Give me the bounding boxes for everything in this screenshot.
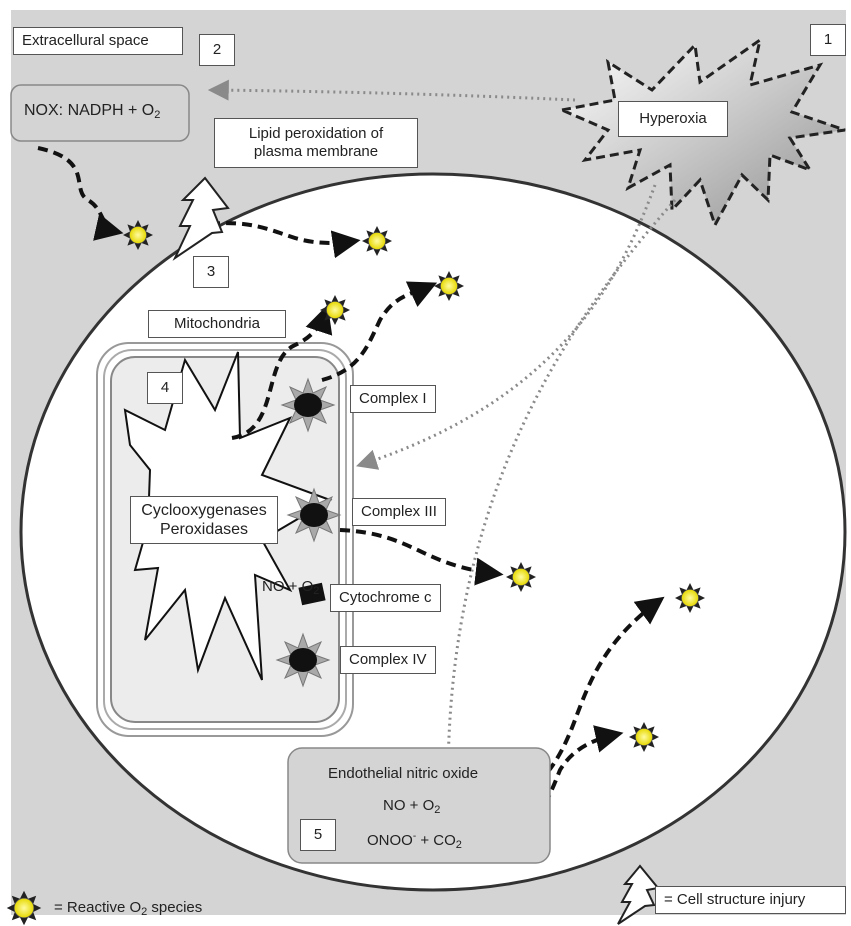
- step-1-label: 1: [810, 24, 846, 56]
- sun-burst-icon: [319, 294, 351, 326]
- lipid-peroxidation-label: Lipid peroxidation of plasma membrane: [214, 118, 418, 168]
- cytochrome-c-icon: [298, 582, 326, 606]
- step-5-label: 5: [300, 819, 336, 851]
- legend-ros-icon: [6, 890, 42, 926]
- dashed-arrow-complex3-to-ros: [339, 528, 504, 586]
- mitochondria-label: Mitochondria: [148, 310, 286, 338]
- dashed-arrow-lipid-to-ros: [209, 221, 361, 259]
- nox-label: NOX: NADPH + O2: [24, 102, 161, 121]
- legend-ros-label: = Reactive O2 species: [54, 899, 203, 918]
- dotted-arrow-to-nox: [207, 79, 576, 102]
- extracellular-space-label: Extracellural space: [13, 27, 183, 55]
- dashed-arrow-complex1-to-ros: [321, 281, 438, 382]
- enos-title: Endothelial nitric oxide: [328, 765, 479, 782]
- cox-peroxidase-label: Cyclooxygenases Peroxidases: [130, 496, 278, 544]
- enos-no-o2: NO + O2: [383, 797, 441, 816]
- step-2-label: 2: [199, 34, 235, 66]
- dashed-arrow-nox-to-ros: [37, 146, 124, 241]
- sun-burst-icon: [122, 219, 154, 251]
- enos-box: [287, 747, 551, 864]
- dotted-arrow-to-enos: [437, 199, 677, 780]
- complex-iv-label: Complex IV: [340, 646, 436, 674]
- sun-burst-icon: [433, 270, 465, 302]
- sun-burst-icon: [628, 721, 660, 753]
- complex-iii-label: Complex III: [352, 498, 446, 526]
- complex-i-icon: [281, 378, 335, 432]
- cytochrome-c-label: Cytochrome c: [330, 584, 441, 612]
- step-3-label: 3: [193, 256, 229, 288]
- dotted-arrow-to-mitochondria: [356, 184, 657, 470]
- legend-injury-label: = Cell structure injury: [655, 886, 846, 914]
- sun-burst-icon: [674, 582, 706, 614]
- complex-iv-icon: [276, 633, 330, 687]
- dashed-arrow-cox-to-ros: [231, 304, 333, 440]
- complex-iii-icon: [287, 488, 341, 542]
- sun-burst-icon: [361, 225, 393, 257]
- step-4-label: 4: [147, 372, 183, 404]
- sun-burst-icon: [505, 561, 537, 593]
- complex-i-label: Complex I: [350, 385, 436, 413]
- enos-onoo-co2: ONOO- + CO2: [367, 831, 462, 851]
- legend-lightning-icon: [617, 864, 660, 925]
- no-o2-label: NO + O2: [262, 578, 320, 597]
- dashed-arrow-onoo-to-ros: [494, 725, 624, 842]
- hyperoxia-label: Hyperoxia: [618, 101, 728, 137]
- lightning-bolt-icon: [172, 176, 230, 261]
- nox-box: [10, 84, 190, 142]
